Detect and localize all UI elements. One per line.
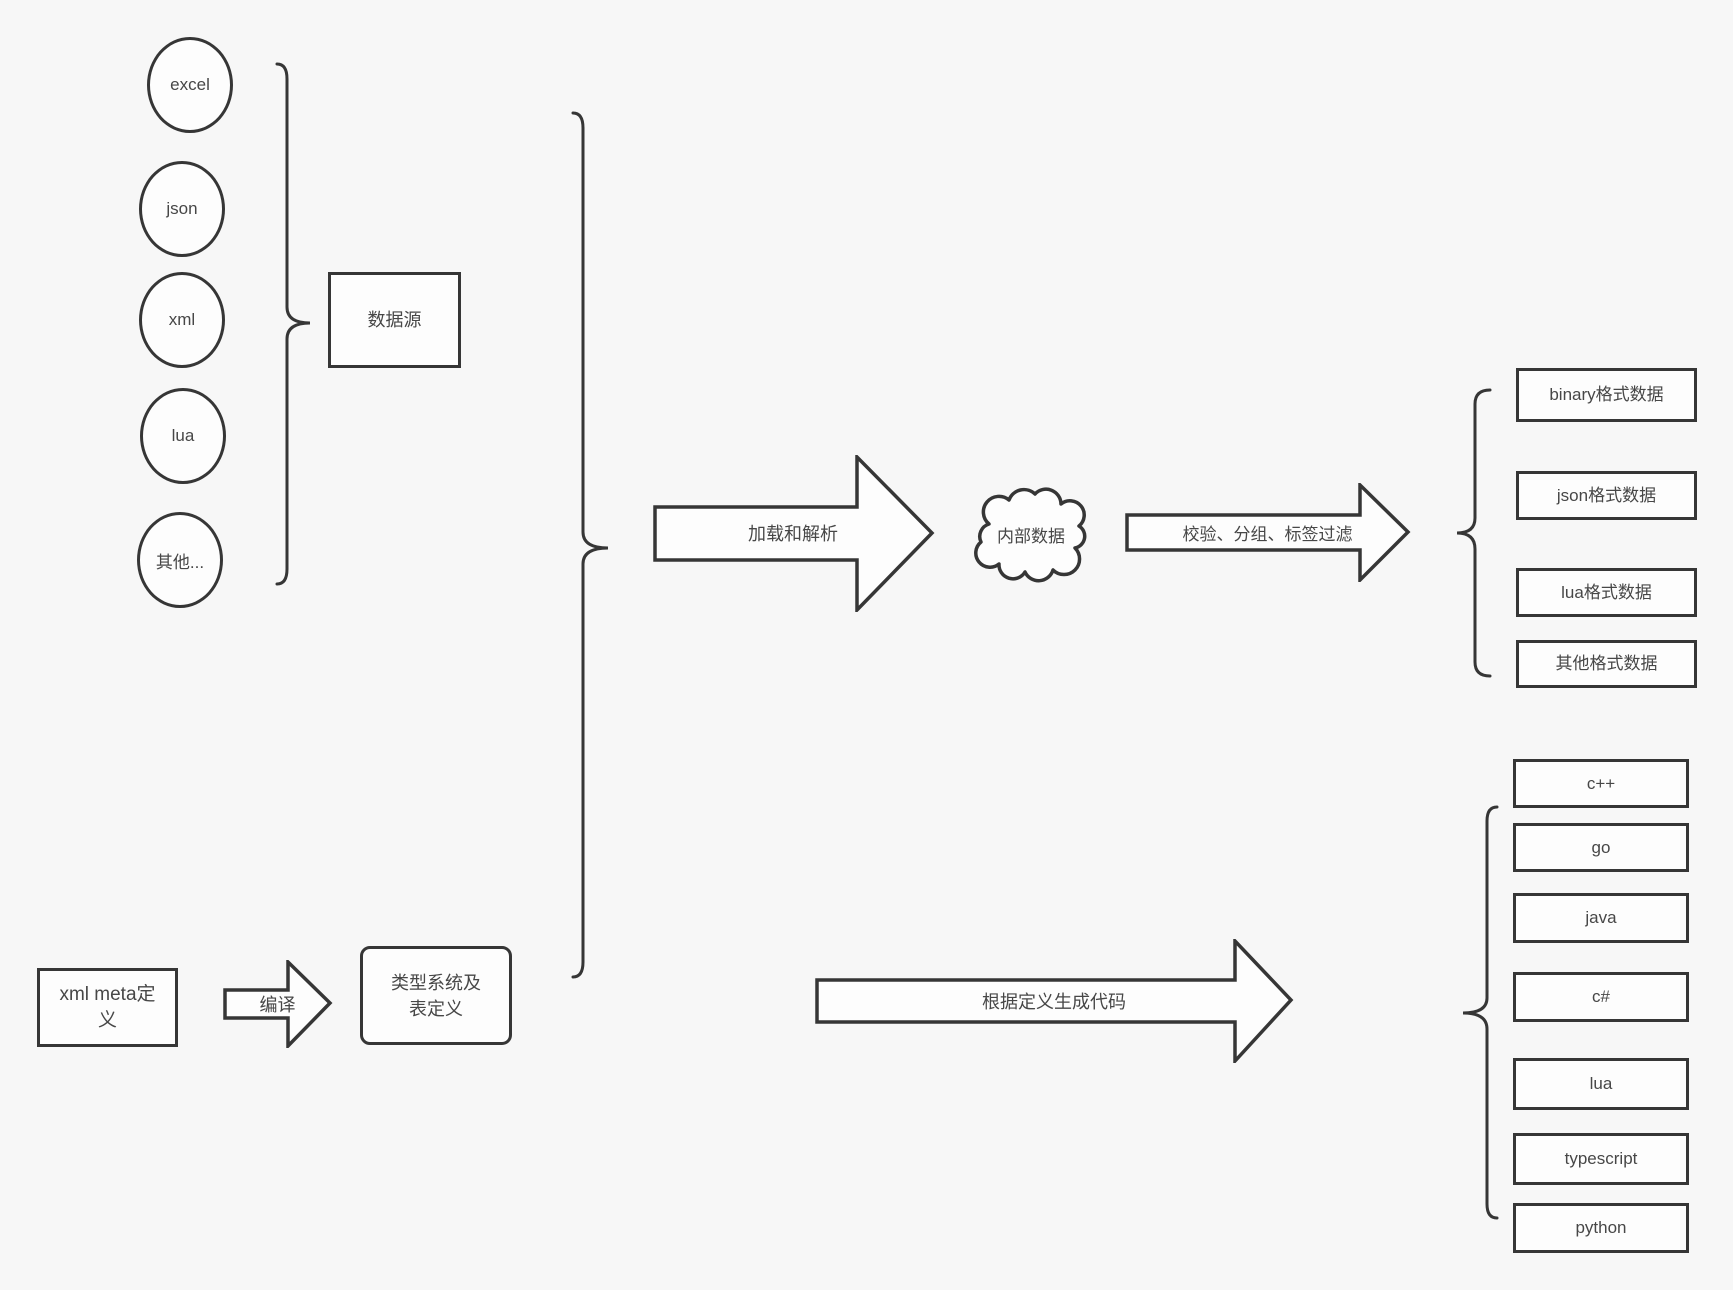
format-box-json: json格式数据 bbox=[1516, 471, 1697, 520]
type-system-box: 类型系统及表定义 bbox=[360, 946, 512, 1045]
format-box-lua: lua格式数据 bbox=[1516, 568, 1697, 617]
language-box-typescript: typescript bbox=[1513, 1133, 1689, 1185]
internal-data-cloud bbox=[973, 480, 1089, 588]
format-label: 其他格式数据 bbox=[1555, 654, 1658, 673]
format-label: json格式数据 bbox=[1556, 485, 1657, 505]
format-box-binary: binary格式数据 bbox=[1516, 368, 1697, 422]
source-node-lua: lua bbox=[140, 388, 226, 484]
sources-brace bbox=[274, 62, 314, 586]
language-label: lua bbox=[1589, 1074, 1613, 1093]
source-node-label: excel bbox=[170, 75, 210, 94]
language-box-go: go bbox=[1513, 823, 1689, 872]
xml-meta-label: xml meta定义 bbox=[59, 983, 156, 1031]
language-label: java bbox=[1585, 908, 1617, 927]
languages-brace bbox=[1459, 805, 1501, 1220]
language-label: go bbox=[1591, 837, 1611, 857]
source-node-json: json bbox=[139, 161, 225, 257]
source-node-label: 其他... bbox=[155, 552, 205, 572]
source-node-label: lua bbox=[171, 426, 195, 445]
formats-brace bbox=[1455, 388, 1493, 678]
source-node-excel: excel bbox=[147, 37, 233, 133]
pipeline-brace bbox=[570, 111, 612, 979]
format-label: binary格式数据 bbox=[1549, 385, 1664, 404]
format-label: lua格式数据 bbox=[1561, 582, 1652, 602]
format-box-other: 其他格式数据 bbox=[1516, 640, 1697, 688]
language-box-cpp: c++ bbox=[1513, 759, 1689, 808]
data-source-box: 数据源 bbox=[328, 272, 461, 368]
compile-arrow bbox=[223, 960, 334, 1048]
type-system-label: 类型系统及表定义 bbox=[391, 972, 481, 1019]
language-box-python: python bbox=[1513, 1203, 1689, 1253]
language-label: c++ bbox=[1586, 773, 1616, 793]
filter-arrow bbox=[1125, 483, 1412, 582]
source-node-label: xml bbox=[168, 310, 196, 329]
language-box-java: java bbox=[1513, 893, 1689, 943]
xml-meta-box: xml meta定义 bbox=[37, 968, 178, 1047]
language-box-csharp: c# bbox=[1513, 972, 1689, 1022]
load-parse-arrow bbox=[653, 455, 935, 612]
source-node-other: 其他... bbox=[137, 512, 223, 608]
data-source-label: 数据源 bbox=[367, 310, 422, 330]
language-label: typescript bbox=[1564, 1149, 1638, 1168]
language-box-lua: lua bbox=[1513, 1058, 1689, 1110]
source-node-xml: xml bbox=[139, 272, 225, 368]
source-node-label: json bbox=[166, 199, 198, 218]
language-label: python bbox=[1575, 1218, 1627, 1237]
language-label: c# bbox=[1592, 987, 1610, 1006]
generate-code-arrow bbox=[815, 939, 1295, 1063]
